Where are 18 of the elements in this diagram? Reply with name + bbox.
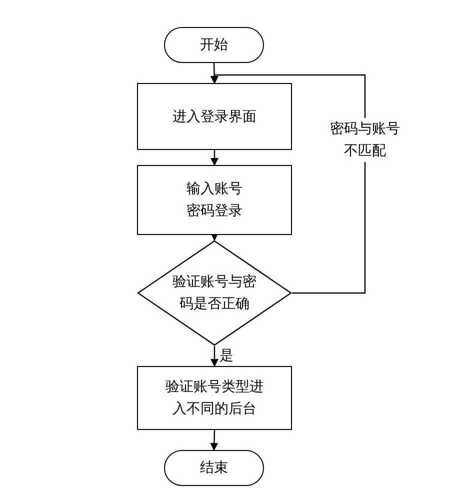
- arrow: [210, 346, 218, 367]
- terminator: [164, 450, 264, 486]
- arrow: [210, 150, 218, 166]
- arrow: [210, 430, 218, 451]
- node-text: 结束: [199, 459, 229, 478]
- terminator: [164, 27, 264, 63]
- node-text: 开始: [199, 36, 229, 55]
- edge-label: 是: [218, 347, 234, 366]
- node-text: 进入登录界面: [172, 108, 258, 126]
- node-text: 输入账号密码登录: [186, 180, 242, 221]
- node-text: 验证账号类型进入不同的后台: [166, 378, 264, 419]
- arrow: [210, 233, 218, 241]
- process-box: [137, 366, 292, 430]
- process-box: [137, 83, 292, 150]
- process-box: [137, 165, 292, 235]
- arrow: [210, 74, 366, 294]
- decision-text: 验证账号与密码是否正确: [172, 273, 258, 314]
- edge-label: 密码与账号不匹配: [330, 118, 400, 162]
